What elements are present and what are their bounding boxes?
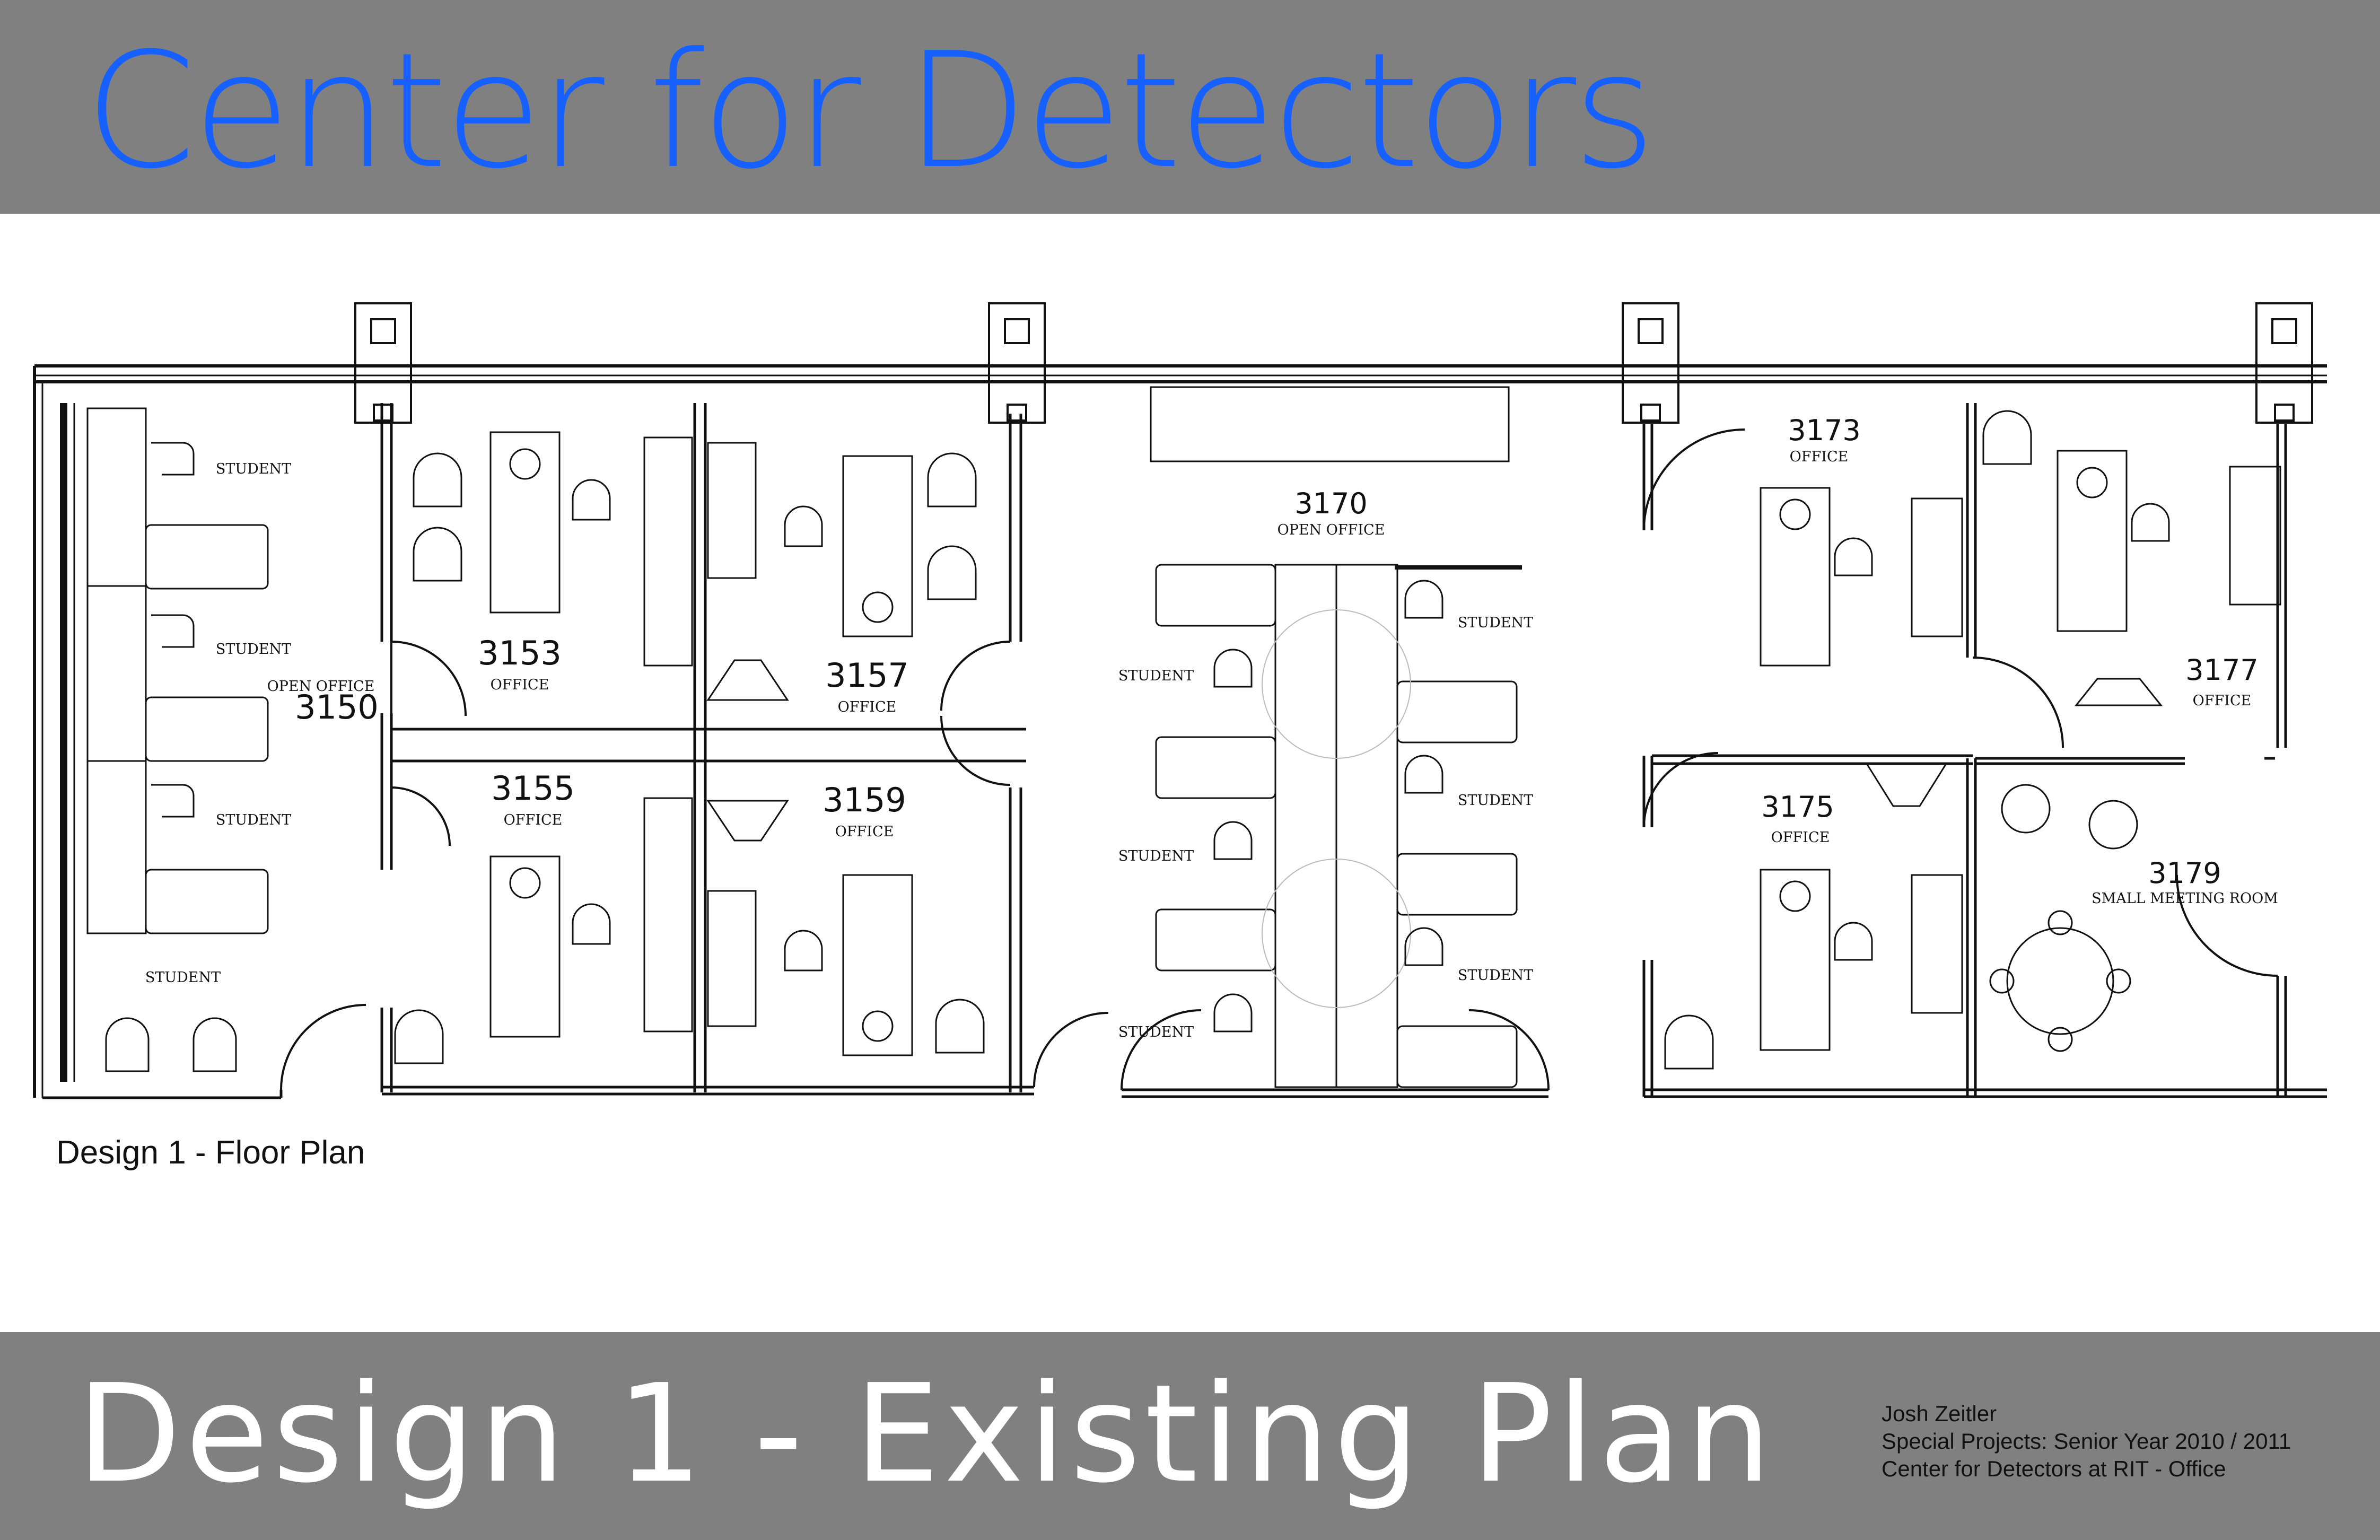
room-type-3170: OPEN OFFICE — [1278, 522, 1385, 538]
student-label: STUDENT — [216, 812, 291, 828]
workstations-3170 — [1155, 564, 1522, 1088]
interior-walls — [42, 403, 2327, 1099]
student-label: STUDENT — [1458, 615, 1533, 631]
credit-author: Josh Zeitler — [1882, 1401, 1997, 1426]
room-type-3177: OFFICE — [2193, 693, 2252, 709]
student-label: STUDENT — [1118, 848, 1194, 864]
room-number-3157: 3157 — [825, 656, 909, 695]
floor-plan: OPEN OFFICE 3150 3153 OFFICE 3155 OFFICE… — [33, 302, 2327, 1099]
plan-caption: Design 1 - Floor Plan — [56, 1134, 365, 1171]
page-title: Center for Detectors — [85, 19, 1656, 204]
chairs — [394, 410, 2170, 1070]
office-furniture — [489, 386, 2281, 1056]
student-label: STUDENT — [1458, 792, 1533, 809]
design-title: Design 1 - Existing Plan — [77, 1355, 1776, 1513]
room-type-3175: OFFICE — [1771, 829, 1830, 846]
header-band — [0, 0, 2380, 214]
student-label: STUDENT — [216, 461, 291, 477]
room-type-3150: OPEN OFFICE — [267, 678, 375, 695]
student-label: STUDENT — [1458, 967, 1533, 984]
room-type-3157: OFFICE — [838, 699, 897, 715]
student-label: STUDENT — [216, 641, 291, 658]
room-type-3173: OFFICE — [1790, 449, 1849, 465]
room-labels: OPEN OFFICE 3150 3153 OFFICE 3155 OFFICE… — [267, 414, 2278, 907]
room-number-3175: 3175 — [1761, 790, 1834, 824]
credit-org: Center for Detectors at RIT - Office — [1882, 1456, 2226, 1481]
room-number-3150: 3150 — [295, 688, 379, 727]
room-number-3153: 3153 — [478, 634, 562, 672]
student-labels: STUDENT STUDENT STUDENT STUDENT STUDENT … — [145, 461, 1533, 1040]
cubicles-3150 — [86, 407, 269, 1072]
room-number-3170: 3170 — [1294, 487, 1367, 520]
room-type-3159: OFFICE — [835, 824, 894, 840]
student-label: STUDENT — [1118, 1024, 1194, 1040]
room-number-3173: 3173 — [1788, 414, 1860, 447]
columns — [354, 302, 2313, 424]
room-type-3153: OFFICE — [491, 677, 549, 693]
room-type-3179: SMALL MEETING ROOM — [2092, 890, 2278, 907]
doors — [280, 428, 2278, 1090]
room-number-3155: 3155 — [491, 769, 575, 808]
credits: Josh Zeitler Special Projects: Senior Ye… — [1882, 1400, 2291, 1483]
student-label: STUDENT — [145, 969, 221, 986]
room-type-3155: OFFICE — [504, 812, 563, 828]
room-number-3159: 3159 — [822, 781, 906, 819]
student-label: STUDENT — [1118, 668, 1194, 684]
exterior-wall — [33, 364, 2327, 1098]
room-number-3177: 3177 — [2185, 653, 2258, 687]
footer-band — [0, 1332, 2380, 1540]
credit-project: Special Projects: Senior Year 2010 / 201… — [1882, 1429, 2291, 1454]
room-number-3179: 3179 — [2148, 856, 2221, 890]
